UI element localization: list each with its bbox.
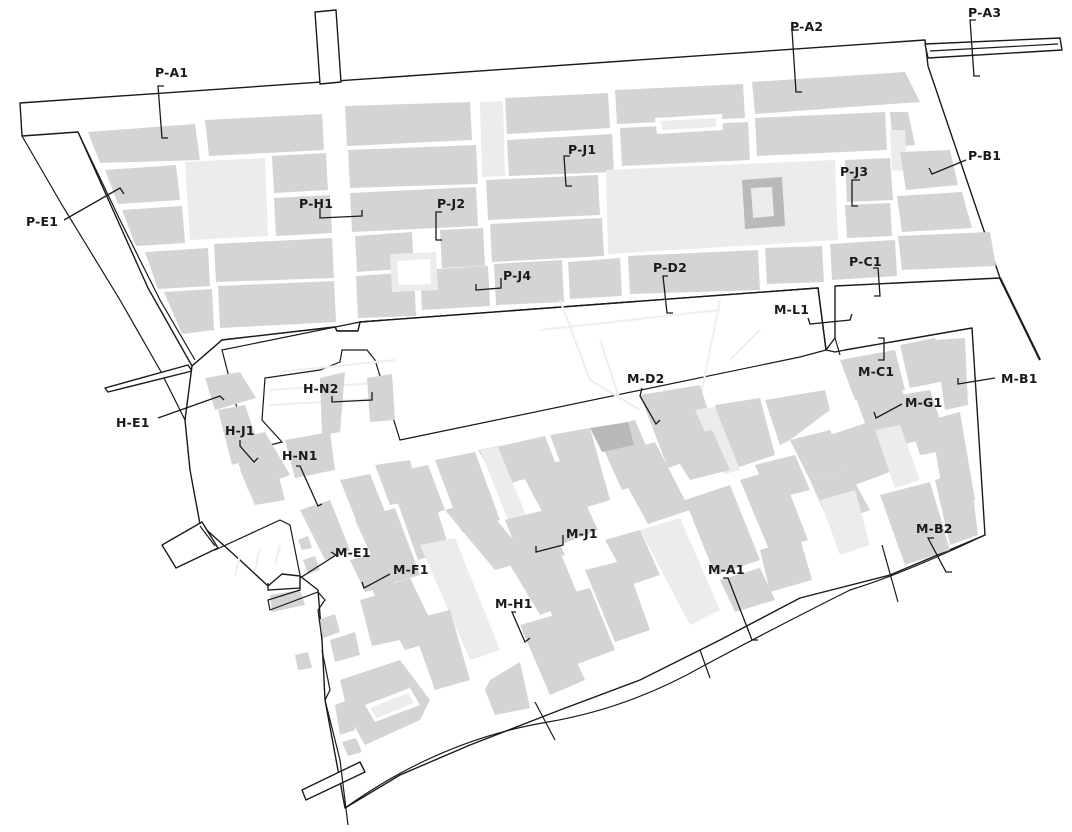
label-m-d2: M-D2 bbox=[627, 371, 665, 386]
label-m-c1: M-C1 bbox=[858, 364, 894, 379]
label-h-j1: H-J1 bbox=[225, 423, 255, 438]
south-west-jetty-inner bbox=[199, 525, 216, 547]
label-m-a1: M-A1 bbox=[708, 562, 745, 577]
label-p-c1: P-C1 bbox=[849, 254, 882, 269]
south-west-outline bbox=[199, 519, 326, 641]
label-p-d2: P-D2 bbox=[653, 260, 687, 275]
label-p-e1: P-E1 bbox=[26, 214, 58, 229]
upper-district-blocks bbox=[88, 72, 996, 334]
label-p-j2: P-J2 bbox=[437, 196, 465, 211]
label-h-e1: H-E1 bbox=[116, 415, 150, 430]
east-inner-wall bbox=[834, 337, 841, 356]
north-gate-tower bbox=[314, 9, 342, 85]
south-curved-edge bbox=[344, 534, 986, 809]
north-east-pier-inner bbox=[929, 43, 1059, 52]
west-pier bbox=[104, 364, 193, 393]
label-leaders bbox=[63, 19, 996, 644]
label-p-a2: P-A2 bbox=[790, 19, 823, 34]
label-m-j1: M-J1 bbox=[566, 526, 598, 541]
label-p-h1: P-H1 bbox=[299, 196, 333, 211]
south-edge-ticks bbox=[534, 544, 899, 741]
label-p-j4: P-J4 bbox=[503, 268, 531, 283]
label-p-j3: P-J3 bbox=[840, 164, 868, 179]
south-pier bbox=[301, 761, 366, 801]
label-m-f1: M-F1 bbox=[393, 562, 429, 577]
label-m-b2: M-B2 bbox=[916, 521, 953, 536]
south-wall-line bbox=[321, 649, 349, 826]
label-p-a3: P-A3 bbox=[968, 5, 1001, 20]
west-wall-inner bbox=[77, 131, 196, 361]
label-h-n2: H-N2 bbox=[303, 381, 339, 396]
map-labels: P-A1 P-A2 P-A3 P-B1 P-E1 P-H1 P-J1 P-J2 … bbox=[26, 5, 1038, 611]
label-p-a1: P-A1 bbox=[155, 65, 188, 80]
label-m-b1: M-B1 bbox=[1001, 371, 1038, 386]
label-m-e1: M-E1 bbox=[335, 545, 371, 560]
east-wall-line bbox=[999, 277, 1041, 361]
south-west-jetty bbox=[161, 521, 219, 569]
label-p-b1: P-B1 bbox=[968, 148, 1001, 163]
label-m-h1: M-H1 bbox=[495, 596, 533, 611]
label-h-n1: H-N1 bbox=[282, 448, 318, 463]
lower-district-blocks bbox=[205, 338, 978, 756]
label-p-j1: P-J1 bbox=[568, 142, 596, 157]
label-m-l1: M-L1 bbox=[774, 302, 809, 317]
label-m-g1: M-G1 bbox=[905, 395, 942, 410]
